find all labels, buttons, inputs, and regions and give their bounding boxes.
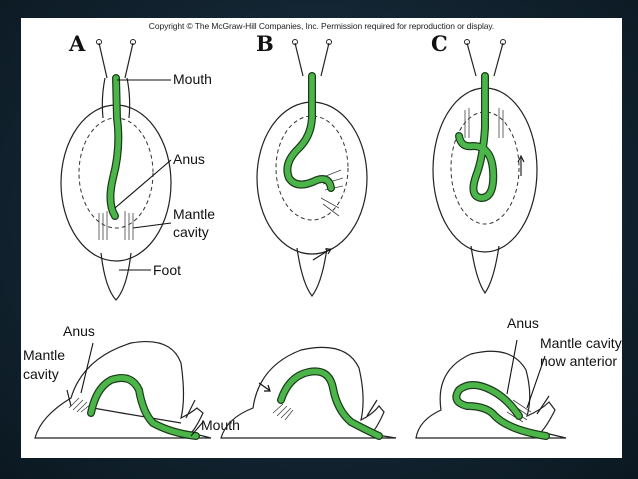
label-mouth-top: Mouth <box>173 71 212 87</box>
snail-a-top <box>60 39 172 301</box>
label-anus-left: Anus <box>63 323 95 339</box>
snail-c-top <box>432 39 538 295</box>
panel-letter-c: C <box>431 31 448 56</box>
label-mantle-left-2: cavity <box>23 366 59 382</box>
anus-leader-left <box>80 342 94 394</box>
snail-3-side <box>415 350 567 440</box>
snail-2-side <box>220 346 397 440</box>
panel-letter-b: B <box>256 31 274 56</box>
mantle-leader-left <box>66 389 72 407</box>
torsion-diagram: A B C Mouth Anus Mantle cavity Foot <box>23 31 622 440</box>
label-foot: Foot <box>153 262 181 278</box>
label-mantle-now-1: Mantle cavity <box>540 335 622 351</box>
label-mantle-left-1: Mantle <box>23 347 65 363</box>
anus-leader-right <box>506 339 518 395</box>
label-mantle-top-1: Mantle <box>173 206 215 222</box>
mantle-now-leader <box>526 355 546 409</box>
anus-leader-top <box>114 159 172 209</box>
panel-letter-a: A <box>68 31 86 56</box>
figure-panel: Copyright © The McGraw-Hill Companies, I… <box>21 18 622 458</box>
copyright-notice: Copyright © The McGraw-Hill Companies, I… <box>148 21 495 31</box>
mouth-leader-bottom <box>190 421 204 437</box>
snail-b-top <box>256 39 368 297</box>
mantle-leader-top <box>132 222 172 229</box>
snail-1-side <box>34 340 212 440</box>
label-anus-right: Anus <box>507 315 539 331</box>
label-anus-top: Anus <box>173 151 205 167</box>
label-mouth-bottom: Mouth <box>201 417 240 433</box>
label-mantle-now-2: now anterior <box>540 353 617 369</box>
label-mantle-top-2: cavity <box>173 224 209 240</box>
